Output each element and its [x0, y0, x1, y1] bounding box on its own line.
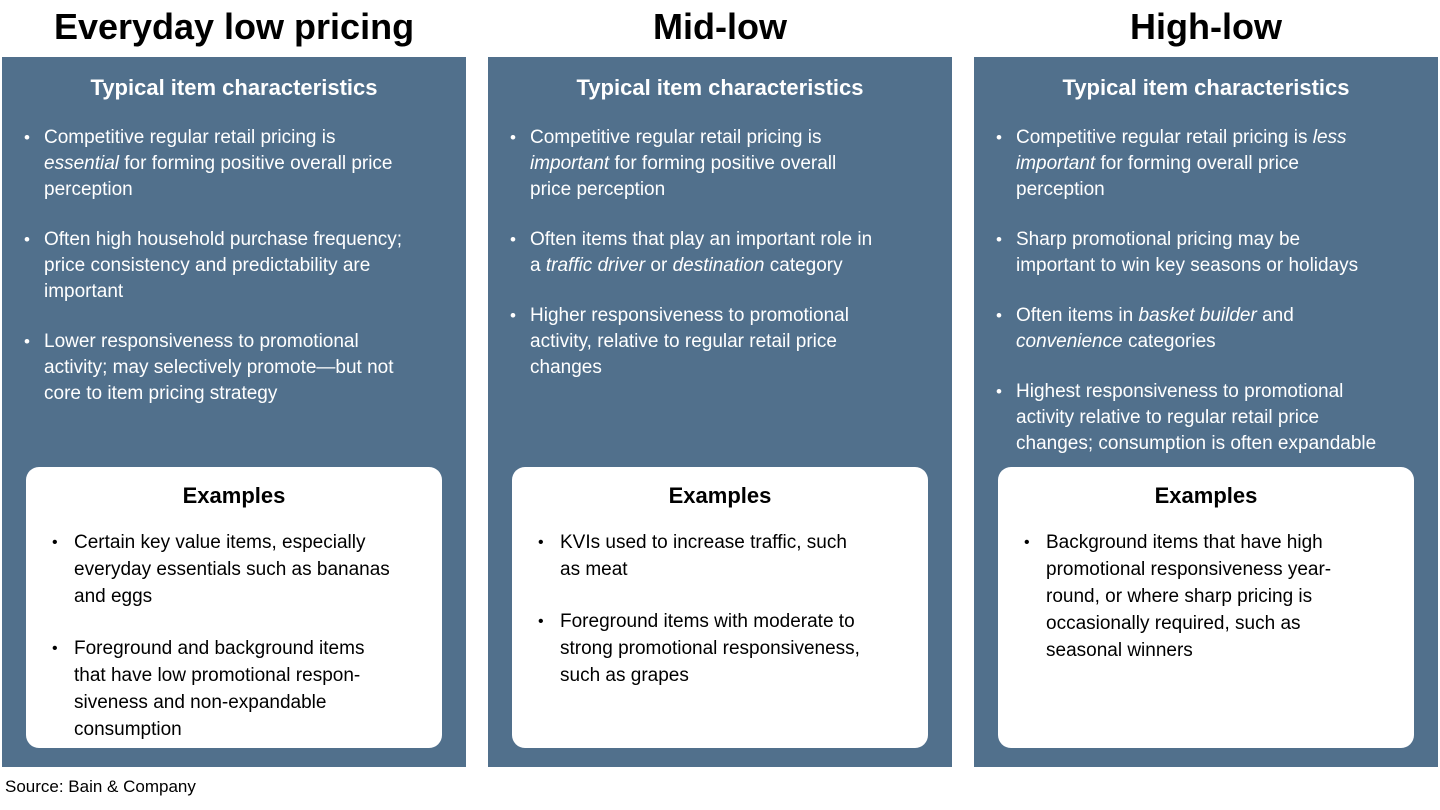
characteristics-list: • Competitive regular retail pricing is … [974, 125, 1438, 457]
examples-header: Examples [182, 483, 286, 508]
column-title: High-low [1130, 6, 1282, 47]
examples-header: Examples [668, 483, 772, 508]
panel-header: Typical item characteristics [1062, 75, 1350, 100]
column-high-low: High-low Typical item characteristics • … [974, 0, 1438, 767]
source-note: Source: Bain & Company [5, 777, 196, 796]
bullet-text: Often high household purchase frequency;… [44, 229, 403, 302]
bullet-icon: • [24, 332, 30, 351]
column-mid-low: Mid-low Typical item characteristics • C… [488, 0, 952, 767]
column-everyday-low-pricing: Everyday low pricing Typical item charac… [2, 0, 466, 767]
examples-box: Examples • KVIs used to increase traffic… [512, 467, 928, 748]
bullet-text: Often items that play an important role … [530, 229, 873, 276]
bullet-icon: • [996, 306, 1002, 325]
panel-header: Typical item characteristics [576, 75, 864, 100]
bullet-icon: • [538, 613, 544, 630]
bullet-text: Competitive regular retail pricing is le… [1016, 127, 1347, 200]
bullet-icon: • [996, 128, 1002, 147]
list-item: • Often items that play an important rol… [506, 227, 948, 279]
examples-header: Examples [1154, 483, 1258, 508]
bullet-icon: • [52, 640, 58, 657]
bullet-icon: • [996, 230, 1002, 249]
examples-box: Examples • Certain key value items, espe… [26, 467, 442, 748]
bullet-icon: • [996, 382, 1002, 401]
bullet-icon: • [510, 306, 516, 325]
bullet-icon: • [510, 230, 516, 249]
bullet-icon: • [24, 128, 30, 147]
examples-box: Examples • Background items that have hi… [998, 467, 1414, 748]
columns-container: Everyday low pricing Typical item charac… [2, 0, 1438, 767]
characteristics-panel: Typical item characteristics • Competiti… [2, 57, 466, 767]
bullet-icon: • [24, 230, 30, 249]
bullet-icon: • [1024, 534, 1030, 551]
column-title: Everyday low pricing [53, 6, 415, 47]
bullet-icon: • [538, 534, 544, 551]
characteristics-panel: Typical item characteristics • Competiti… [488, 57, 952, 767]
list-item: • Competitive regular retail pricing is … [992, 125, 1434, 203]
bullet-icon: • [510, 128, 516, 147]
characteristics-panel: Typical item characteristics • Competiti… [974, 57, 1438, 767]
panel-header: Typical item characteristics [90, 75, 378, 100]
bullet-icon: • [52, 534, 58, 551]
list-item: • Often high household purchase frequenc… [20, 227, 462, 305]
column-title: Mid-low [653, 6, 787, 47]
